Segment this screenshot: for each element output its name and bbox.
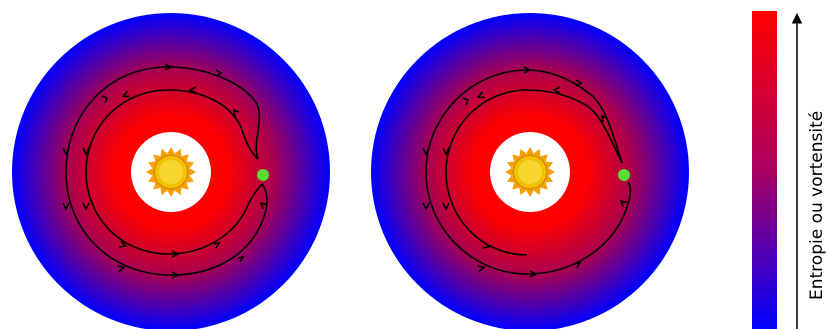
left-arrow-marks: [62, 63, 268, 279]
right-sun-icon: [504, 146, 556, 198]
right-arrow-marks: [422, 66, 628, 278]
colorbar-label: Entropie ou vortensité: [807, 111, 826, 300]
colorbar-gradient: [752, 11, 777, 329]
left-outer-streamline: [65, 66, 268, 276]
left-sun-icon: [145, 146, 197, 198]
right-planet: [618, 169, 630, 181]
right-outer-streamline: [425, 69, 632, 275]
left-planet: [257, 169, 269, 181]
left-inner-streamline: [85, 89, 263, 255]
right-disk: [371, 13, 689, 329]
right-inner-streamline: [445, 89, 623, 256]
left-disk: [12, 13, 330, 329]
colorbar: Entropie ou vortensité: [752, 11, 826, 329]
